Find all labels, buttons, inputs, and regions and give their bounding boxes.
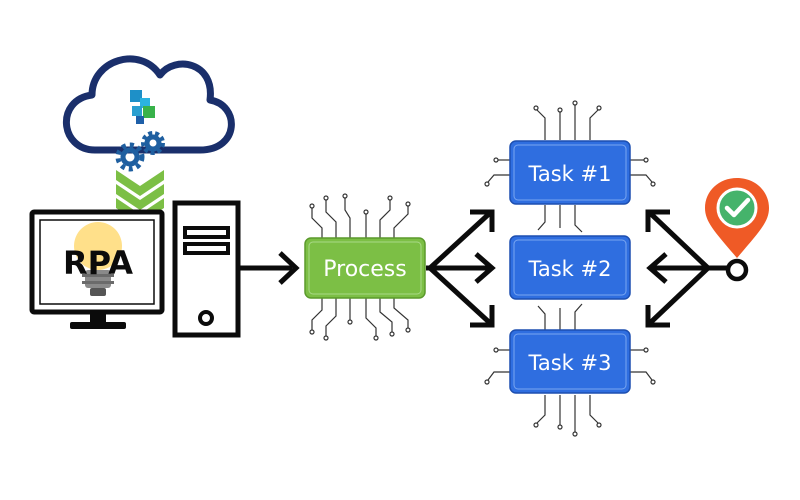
task-node-1 — [509, 140, 631, 205]
task-label-2: Task #2 — [528, 257, 612, 281]
task-label-1: Task #1 — [528, 162, 612, 186]
cloud-logo-icon — [130, 90, 155, 124]
process-label: Process — [323, 257, 406, 282]
lightbulb-icon — [74, 222, 122, 296]
process-circuit-traces — [309, 193, 411, 341]
task-node-2 — [509, 235, 631, 300]
task-node-3 — [509, 329, 631, 394]
task-circuit-traces — [484, 100, 656, 437]
arrows-to-tasks — [426, 209, 496, 328]
task-label-3: Task #3 — [528, 351, 612, 375]
location-check-pin-icon — [705, 178, 769, 282]
process-node — [304, 237, 426, 299]
arrows-from-pin — [645, 209, 728, 328]
gears-icon — [115, 131, 165, 172]
computer-tower-icon — [172, 200, 241, 338]
arrow-to-process — [240, 251, 300, 285]
rpa-label: RPA — [63, 244, 133, 282]
